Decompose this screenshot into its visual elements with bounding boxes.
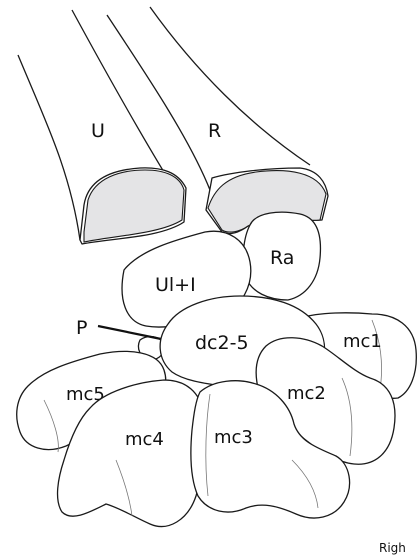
mc3-label: mc3 bbox=[214, 427, 253, 448]
metacarpal-3-bone: mc3 bbox=[190, 380, 351, 519]
corner-caption: Righ bbox=[379, 541, 406, 555]
metacarpal-2-bone: mc2 bbox=[255, 337, 396, 465]
distal-carpals-label: dc2-5 bbox=[195, 332, 249, 354]
ulna-bone bbox=[17, 9, 187, 245]
pisiform-label: P bbox=[76, 317, 87, 339]
ulnare-intermedium-label: Ul+I bbox=[155, 274, 196, 296]
ulna-label: U bbox=[91, 120, 105, 142]
mc2-label: mc2 bbox=[287, 383, 326, 404]
pisiform-leader-line bbox=[97, 324, 167, 342]
mc1-label: mc1 bbox=[343, 331, 382, 352]
mc4-label: mc4 bbox=[125, 429, 164, 450]
radiale-label: Ra bbox=[270, 247, 294, 269]
radiale-bone: Ra bbox=[242, 211, 322, 301]
radius-label: R bbox=[208, 120, 221, 142]
metacarpal-1-bone: mc1 bbox=[295, 312, 417, 399]
metacarpal-4-bone: mc4 bbox=[56, 379, 207, 528]
mc5-label: mc5 bbox=[66, 384, 105, 405]
